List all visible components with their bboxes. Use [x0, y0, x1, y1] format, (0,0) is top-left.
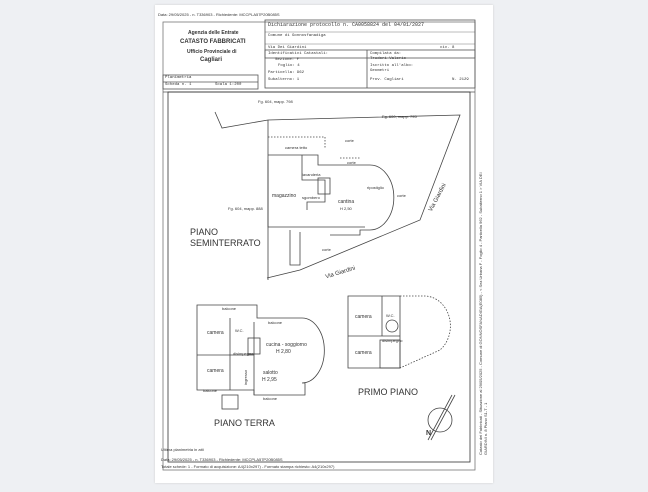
room-label: camera: [207, 368, 224, 374]
floor-title: SEMINTERRATO: [190, 238, 261, 248]
room-label: cantina: [338, 199, 355, 205]
footer-request-info: Data: 29/05/2025 - n. T336903 - Richiede…: [161, 457, 283, 462]
room-label: balcone: [263, 396, 278, 401]
room-label: camera tetto: [285, 145, 308, 150]
footer-format-info: Totale schede: 1 - Formato di acquisizio…: [161, 464, 335, 469]
document-page: [155, 5, 493, 483]
identifiers-title: Identificativi Catastali:: [268, 52, 329, 56]
compiled-name: Trudori Valerio: [370, 57, 407, 61]
label-parcel: Fg. 600, mapp. 795: [382, 114, 417, 119]
room-label: balcone: [203, 388, 218, 393]
room-height: H 2,50: [340, 206, 352, 211]
room-label: corte: [347, 160, 356, 165]
agency-city: Cagliari: [200, 57, 223, 63]
room-height: H 2,95: [262, 377, 277, 383]
particella: Particella: 962: [268, 71, 305, 75]
room-height: H 2,80: [276, 349, 291, 355]
room-label: balcone: [268, 320, 283, 325]
label-parcel: Fg. 604, mapp. 798: [258, 99, 293, 104]
declaration: Dichiarazione protocollo n. CA0058824 de…: [268, 22, 425, 28]
room-label: balcone: [222, 306, 237, 311]
plan-sheet: Scheda n. 1: [165, 83, 192, 87]
foglio: Foglio: 4: [278, 64, 300, 68]
room-label: corte: [322, 247, 331, 252]
compiled-label: Compilata da:: [370, 52, 402, 56]
room-label: W.C.: [235, 328, 244, 333]
room-label: camera: [207, 330, 224, 336]
header-request-info: Data: 29/05/2025 - n. T336903 - Richiede…: [158, 12, 280, 17]
floor-title: PRIMO PIANO: [358, 387, 419, 397]
province: Prov. Cagliari: [370, 78, 404, 82]
room-label: lavanderia: [302, 172, 321, 177]
room-label: camera: [355, 314, 372, 320]
room-label: W.C.: [386, 313, 395, 318]
subalterno: Subalterno: 1: [268, 78, 300, 82]
room-label: cucina - soggiorno: [266, 342, 307, 348]
room-label: disimpegno: [382, 338, 403, 343]
agency-catasto: CATASTO FABBRICATI: [180, 39, 246, 45]
label-parcel: Fg. 604, mapp. 888: [228, 206, 263, 211]
north-arrow-icon: N: [426, 430, 432, 437]
sezione: Sezione: F: [275, 58, 300, 62]
albo-label: Iscritto all'albo:: [370, 64, 414, 68]
albo: Geometri: [370, 69, 390, 73]
address: Via Dei Giardini: [268, 46, 307, 50]
room-label: magazzino: [272, 193, 297, 199]
footer-last-plan: Ultima planimetria in atti: [161, 447, 204, 452]
plan-title: Planimetria: [165, 76, 192, 80]
agency-name: Agenzia delle Entrate: [188, 30, 239, 36]
floor-title: PIANO: [190, 227, 219, 237]
agency-office: Ufficio Provinciale di: [187, 49, 237, 55]
floor-title: PIANO TERRA: [214, 418, 275, 428]
room-label: sgombero: [302, 195, 320, 200]
side-cadastral-info: Catasto dei Fabbricati - Situazione al 2…: [478, 172, 488, 455]
room-label: corte: [397, 193, 406, 198]
room-label: ripostiglio: [367, 185, 384, 190]
plan-scale: Scala 1:200: [215, 83, 242, 87]
room-label: disimpegno: [233, 351, 254, 356]
room-label: corte: [345, 138, 354, 143]
room-label: salotto: [263, 370, 278, 376]
comune: Comune di Gonnosfanadiga: [268, 34, 326, 38]
room-label: camera: [355, 350, 372, 356]
registration-number: N. 2129: [452, 78, 469, 82]
room-label: ingresso: [243, 369, 248, 385]
civic-number: civ. 8: [440, 46, 455, 50]
